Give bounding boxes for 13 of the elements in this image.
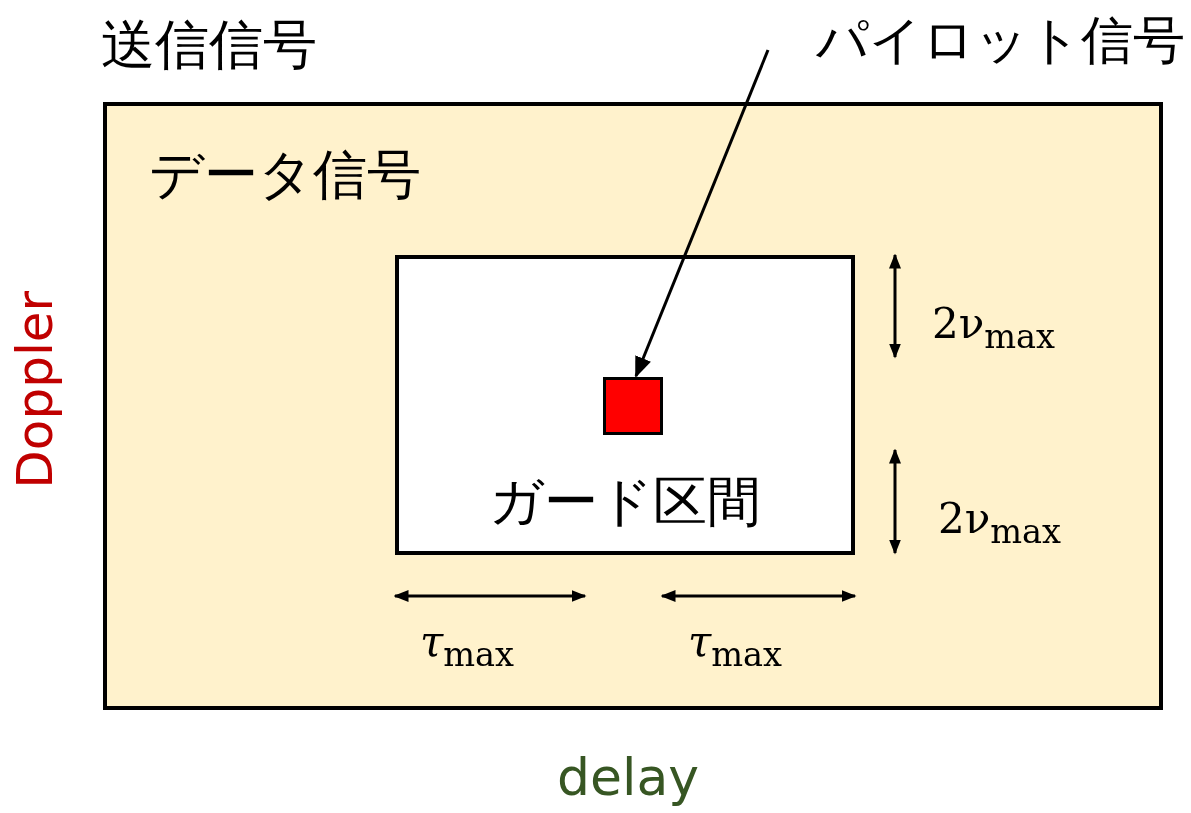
axis-label: Doppler (7, 291, 65, 489)
guard-interval-box (395, 255, 855, 555)
axis-label: delay (556, 748, 700, 808)
region-label: データ信号 (149, 144, 421, 207)
dimension-label: τ$_{max}$ (420, 618, 515, 667)
dimension-label: τ$_{max}$ (688, 618, 783, 667)
pilot-label: パイロット信号 (790, 8, 1185, 72)
leader-arrow (634, 49, 770, 378)
dimension-label: 2ν$_{max}$ (932, 300, 1056, 349)
dimension-label: 2ν$_{max}$ (938, 495, 1062, 544)
frame-heading: 送信信号 (101, 14, 317, 77)
pilot-square (603, 377, 663, 435)
region-label: ガード区間 (488, 471, 762, 534)
